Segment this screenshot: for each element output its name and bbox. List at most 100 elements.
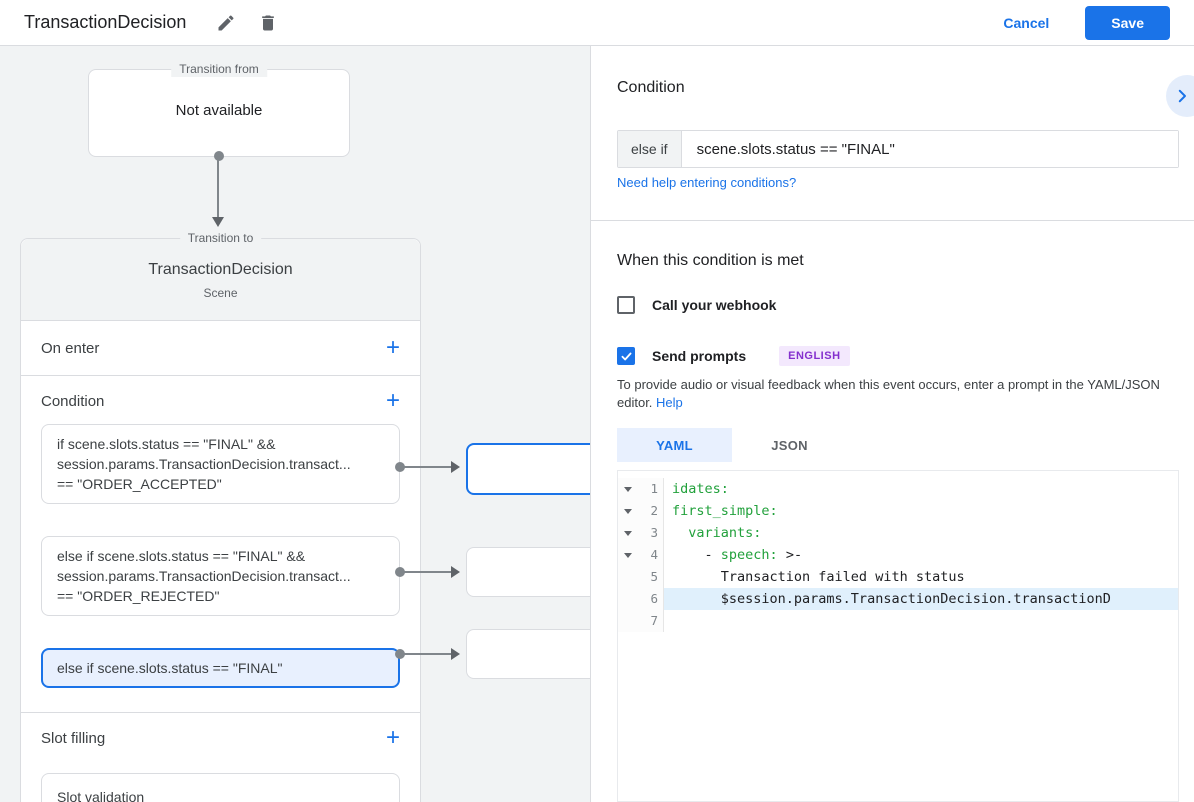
line-number: 2	[638, 500, 664, 522]
when-met-heading: When this condition is met	[617, 252, 804, 269]
editor-line: 2 first_simple:	[618, 500, 1178, 522]
transition-target-box[interactable]	[466, 629, 590, 679]
language-badge: ENGLISH	[779, 346, 850, 366]
slot-filling-label: Slot filling	[41, 729, 106, 747]
tab-yaml[interactable]: YAML	[617, 428, 732, 462]
arrow-right-icon	[451, 648, 460, 660]
code-line[interactable]: first_simple:	[672, 503, 778, 519]
add-icon[interactable]: +	[385, 724, 400, 751]
editor-line: 7	[618, 610, 1178, 632]
condition-card-line: if scene.slots.status == "FINAL" &&	[57, 436, 276, 452]
scene-header: TransactionDecision Scene	[21, 239, 420, 321]
slot-filling-section: Slot filling + Slot validation	[21, 713, 420, 802]
condition-card[interactable]: if scene.slots.status == "FINAL" && sessi…	[41, 424, 400, 504]
condition-prefix: else if	[618, 131, 682, 167]
fold-toggle[interactable]	[618, 500, 638, 522]
on-enter-row[interactable]: On enter +	[21, 321, 420, 376]
connector-dot	[395, 567, 405, 577]
webhook-row: Call your webhook	[617, 296, 776, 314]
connector-dot	[395, 462, 405, 472]
on-enter-label: On enter	[41, 339, 100, 357]
scene-title: TransactionDecision	[148, 261, 293, 278]
fold-gutter	[618, 566, 638, 588]
condition-card-line: else if scene.slots.status == "FINAL"	[57, 660, 283, 676]
fold-arrow-icon	[624, 486, 632, 492]
condition-card-line: else if scene.slots.status == "FINAL" &&	[57, 548, 306, 564]
send-prompts-label: Send prompts	[652, 348, 747, 364]
editor-line: 5 Transaction failed with status	[618, 566, 1178, 588]
add-icon[interactable]: +	[385, 387, 400, 414]
collapse-panel-button[interactable]	[1166, 75, 1194, 117]
condition-card-line: == "ORDER_REJECTED"	[57, 588, 220, 604]
code-line[interactable]: Transaction failed with status	[672, 569, 965, 585]
fold-toggle[interactable]	[618, 522, 638, 544]
edit-scene-button[interactable]	[212, 9, 240, 37]
slot-card-list: Slot validation	[21, 773, 420, 802]
condition-card[interactable]: else if scene.slots.status == "FINAL" &&…	[41, 536, 400, 616]
transition-from-value: Not available	[175, 102, 263, 119]
condition-input-group: else if	[617, 130, 1179, 168]
add-icon[interactable]: +	[385, 334, 400, 361]
cancel-button[interactable]: Cancel	[1003, 14, 1050, 31]
transition-from-label: Transition from	[171, 62, 267, 77]
condition-section-header: Condition +	[21, 376, 420, 424]
transition-to-label: Transition to	[179, 231, 262, 246]
checkmark-icon	[621, 352, 631, 360]
prompt-description: To provide audio or visual feedback when…	[617, 377, 1160, 410]
connector-line	[217, 159, 219, 217]
slot-filling-section-header: Slot filling +	[21, 713, 420, 761]
webhook-checkbox[interactable]	[617, 296, 635, 314]
tab-json[interactable]: JSON	[771, 437, 808, 453]
condition-card-line: session.params.TransactionDecision.trans…	[57, 456, 351, 472]
editor-line: 4 - speech: >-	[618, 544, 1178, 566]
fold-arrow-icon	[624, 508, 632, 514]
transition-target-box[interactable]	[466, 443, 590, 495]
transition-to-card: Transition to TransactionDecision Scene …	[20, 231, 421, 802]
code-line[interactable]: $session.params.TransactionDecision.tran…	[664, 588, 1178, 610]
condition-panel-heading: Condition	[617, 79, 685, 96]
connector-dot	[214, 151, 224, 161]
arrow-down-icon	[212, 217, 224, 227]
condition-help-link[interactable]: Need help entering conditions?	[617, 175, 797, 190]
line-number: 4	[638, 544, 664, 566]
condition-detail-panel: Condition else if Need help entering con…	[590, 46, 1194, 802]
code-line[interactable]: variants:	[688, 525, 762, 541]
condition-section: Condition + if scene.slots.status == "FI…	[21, 376, 420, 713]
transition-from-box: Transition from Not available	[88, 62, 350, 161]
arrow-right-icon	[451, 566, 460, 578]
transition-target-box[interactable]	[466, 547, 590, 597]
fold-gutter	[618, 610, 638, 632]
condition-card-line: == "ORDER_ACCEPTED"	[57, 476, 222, 492]
save-button[interactable]: Save	[1085, 5, 1170, 40]
code-line[interactable]: idates:	[672, 481, 729, 497]
help-link[interactable]: Help	[656, 395, 683, 410]
chevron-right-icon	[1178, 89, 1186, 103]
editor-line: 3 variants:	[618, 522, 1178, 544]
arrow-right-icon	[451, 461, 460, 473]
pencil-icon	[218, 14, 234, 30]
fold-gutter	[618, 588, 638, 610]
main-area: Transition from Not available Transition…	[0, 46, 1194, 802]
code-line[interactable]: - speech: >-	[672, 547, 803, 563]
slot-card[interactable]: Slot validation	[41, 773, 400, 802]
scene-subtitle: Scene	[203, 286, 238, 300]
line-number: 5	[638, 566, 664, 588]
condition-expression-input[interactable]	[681, 131, 1178, 167]
condition-card[interactable]: else if scene.slots.status == "FINAL"	[41, 648, 400, 688]
connector-dot	[395, 649, 405, 659]
trash-icon	[262, 15, 275, 30]
webhook-label: Call your webhook	[652, 297, 777, 313]
fold-arrow-icon	[624, 552, 632, 558]
send-prompts-row: Send prompts ENGLISH	[617, 346, 850, 366]
section-divider	[591, 220, 1194, 221]
line-number: 3	[638, 522, 664, 544]
code-line[interactable]	[664, 610, 1178, 632]
fold-toggle[interactable]	[618, 544, 638, 566]
editor-line: 6 $session.params.TransactionDecision.tr…	[618, 588, 1178, 610]
fold-toggle[interactable]	[618, 478, 638, 500]
delete-scene-button[interactable]	[254, 9, 282, 37]
send-prompts-checkbox[interactable]	[617, 347, 635, 365]
